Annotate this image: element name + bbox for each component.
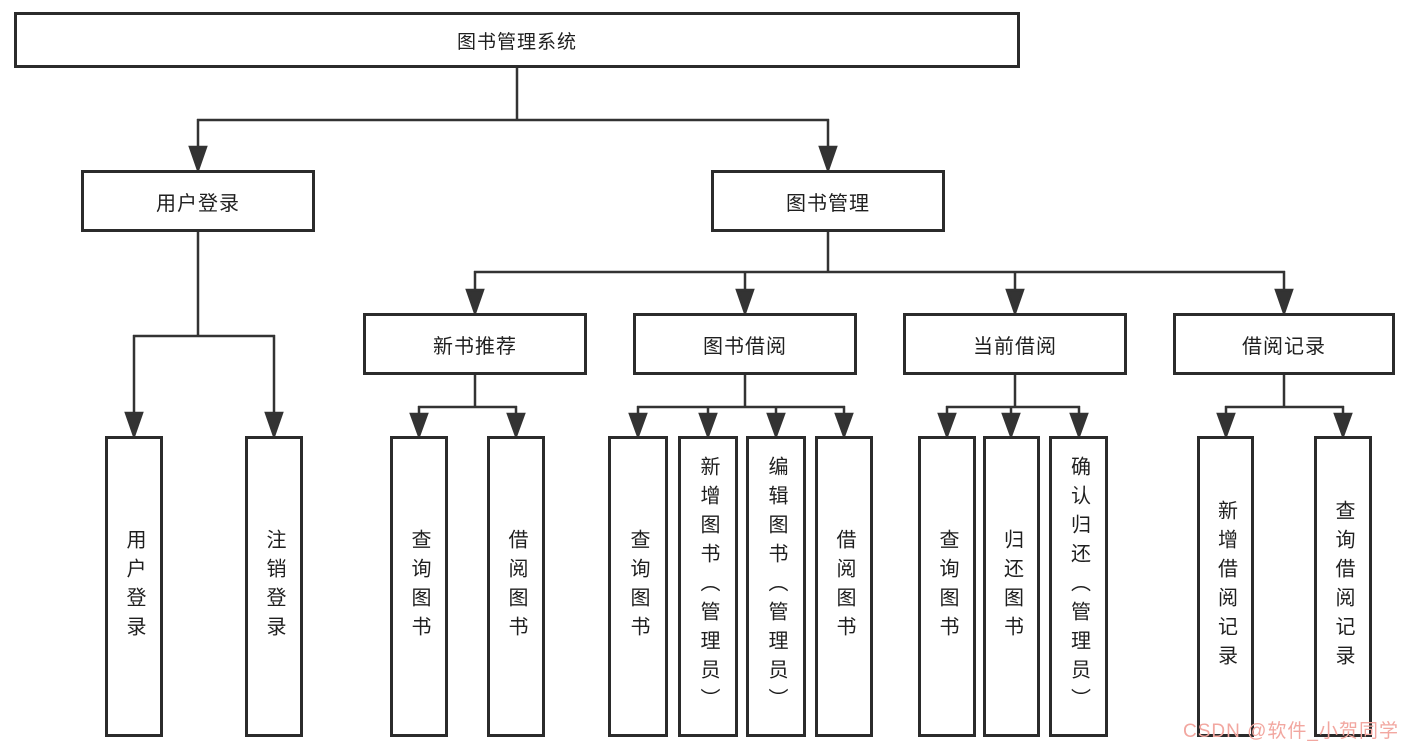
leaf-query-books-current: 查询图书 [918,436,976,737]
leaf-query-borrow-record: 查询借阅记录 [1314,436,1372,737]
node-book-management: 图书管理 [711,170,945,232]
connector-root-to-level2 [188,68,838,174]
leaf-add-book-admin: 新增图书（管理员） [678,436,738,737]
leaf-query-books-borrow: 查询图书 [608,436,668,737]
connector-user-login-children [124,232,284,440]
node-current-borrow: 当前借阅 [903,313,1127,375]
leaf-user-login: 用户登录 [105,436,163,737]
csdn-watermark: CSDN @软件_小贺同学 [1183,721,1399,742]
connector-book-management-children [465,232,1294,317]
connector-borrow-records-children [1216,375,1353,440]
node-new-book-recommend: 新书推荐 [363,313,587,375]
node-borrow-records: 借阅记录 [1173,313,1395,375]
leaf-borrow-books-recommend: 借阅图书 [487,436,545,737]
node-root-system: 图书管理系统 [14,12,1020,68]
connector-book-borrow-children [628,375,854,440]
node-book-borrow: 图书借阅 [633,313,857,375]
connector-current-borrow-children [937,375,1089,440]
leaf-query-books-recommend: 查询图书 [390,436,448,737]
leaf-add-borrow-record: 新增借阅记录 [1197,436,1254,737]
leaf-borrow-books: 借阅图书 [815,436,873,737]
leaf-edit-book-admin: 编辑图书（管理员） [746,436,806,737]
leaf-return-book: 归还图书 [983,436,1040,737]
leaf-confirm-return-admin: 确认归还（管理员） [1049,436,1108,737]
leaf-logout: 注销登录 [245,436,303,737]
node-user-login: 用户登录 [81,170,315,232]
connector-new-book-children [409,375,526,440]
